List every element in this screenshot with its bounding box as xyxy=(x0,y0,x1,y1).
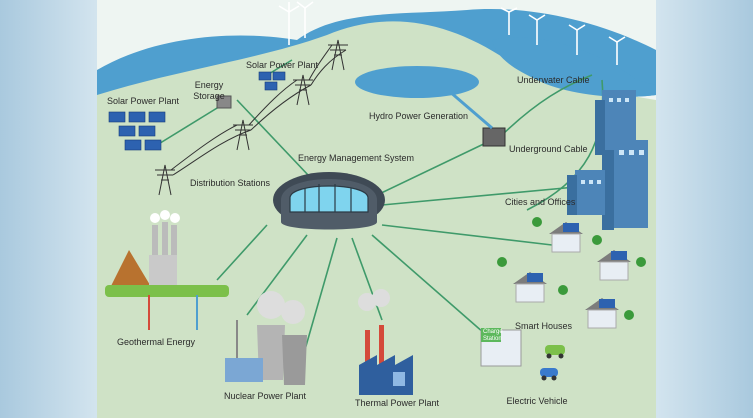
label-solar-plant-left: Solar Power Plant xyxy=(107,96,180,106)
diagram-canvas xyxy=(97,0,656,418)
hydro-station-icon xyxy=(482,127,506,147)
label-thermal: Thermal Power Plant xyxy=(354,398,440,408)
solar-panel-icon xyxy=(108,111,166,151)
label-underwater-cable: Underwater Cable xyxy=(517,75,590,85)
hydro-pipe xyxy=(441,83,493,130)
label-smart-houses: Smart Houses xyxy=(515,321,573,331)
tree-icon xyxy=(497,217,646,320)
lake xyxy=(355,66,479,98)
car-icon xyxy=(540,345,565,381)
charge-station-icon xyxy=(480,328,522,367)
solar-panel-icon xyxy=(258,71,286,91)
label-cities: Cities and Offices xyxy=(505,197,576,207)
energy-storage-icon xyxy=(216,95,232,109)
water-inlet xyxy=(492,37,656,97)
energy-management-system-icon xyxy=(273,172,385,230)
left-blurred-margin xyxy=(0,0,100,418)
label-charge-station-line1: Charge xyxy=(483,329,503,335)
label-energy-storage-line2: Storage xyxy=(193,91,225,101)
label-geothermal: Geothermal Energy xyxy=(117,337,196,347)
thermal-plant-icon xyxy=(358,289,413,395)
label-ems: Energy Management System xyxy=(297,153,415,163)
city-buildings-icon xyxy=(567,90,648,230)
wind-turbine-icon xyxy=(278,1,626,65)
label-hydro: Hydro Power Generation xyxy=(369,111,469,121)
volcano-icon xyxy=(105,210,229,330)
label-ev: Electric Vehicle xyxy=(506,396,568,406)
label-underground-cable: Underground Cable xyxy=(509,144,588,154)
label-energy-storage-line1: Energy xyxy=(194,80,224,90)
label-distribution: Distribution Stations xyxy=(190,178,271,188)
label-solar-plant-top: Solar Power Plant xyxy=(245,60,319,70)
label-charge-station-line2: Station xyxy=(483,336,502,342)
right-blurred-margin xyxy=(653,0,753,418)
smart-grid-diagram: Solar Power Plant Solar Power Plant Ener… xyxy=(97,0,656,418)
house-icon xyxy=(513,222,631,329)
nuclear-plant-icon xyxy=(225,291,307,385)
label-nuclear: Nuclear Power Plant xyxy=(223,391,307,401)
transmission-tower-icon xyxy=(155,39,348,196)
